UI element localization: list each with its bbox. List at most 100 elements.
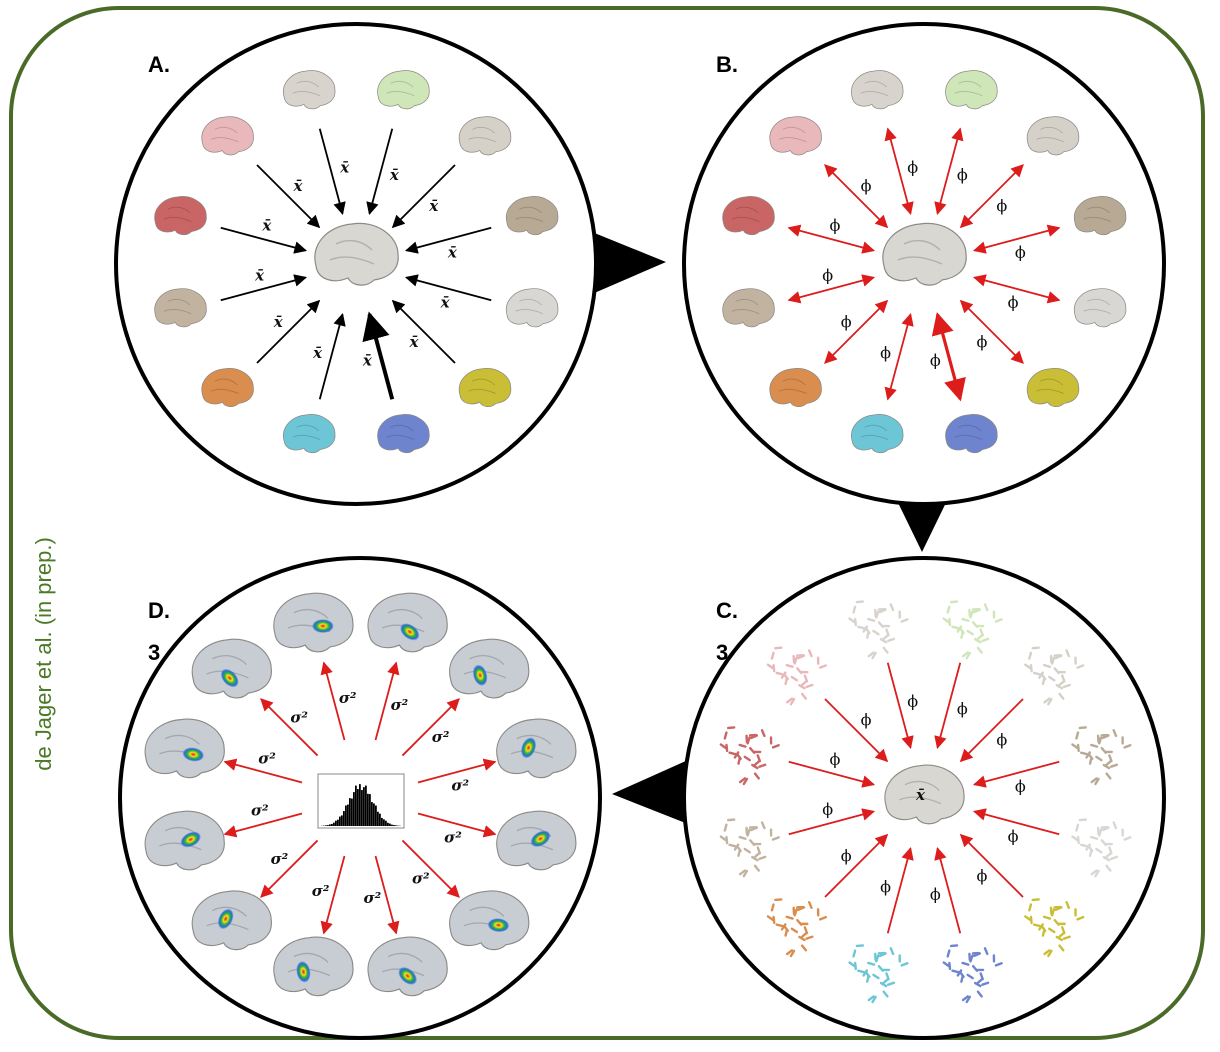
heatmap-spot	[487, 918, 510, 933]
specimen-fold	[515, 298, 544, 315]
point-cloud-dash	[882, 990, 889, 998]
histogram-bar	[393, 825, 395, 826]
point-cloud-dash	[742, 777, 749, 786]
point-cloud-dash	[800, 680, 808, 687]
spoke-label: σ²	[444, 828, 462, 846]
specimen-shape	[144, 718, 225, 779]
spoke-label: σ²	[412, 870, 430, 888]
point-cloud-dash	[1101, 734, 1110, 740]
point-cloud-dash	[719, 743, 727, 750]
spoke-arrow	[256, 299, 321, 364]
point-cloud-dash	[889, 603, 895, 612]
specimen-shape	[851, 414, 904, 454]
histogram-bar	[353, 792, 355, 826]
specimen-shape	[283, 414, 336, 454]
spoke-label: σ²	[391, 696, 409, 714]
point-cloud-dash	[738, 869, 747, 876]
spoke-label: x̄	[261, 217, 272, 235]
point-cloud-dash	[872, 973, 880, 980]
point-cloud-dash	[1123, 744, 1132, 749]
histogram-bar	[363, 787, 365, 826]
point-cloud-dash	[728, 751, 737, 756]
point-cloud-dash	[728, 843, 737, 848]
point-cloud-dash	[973, 952, 981, 958]
point-cloud-dash	[725, 835, 729, 845]
spoke-arrow	[959, 698, 1024, 763]
specimen-fold	[163, 206, 192, 223]
point-cloud-dash	[1065, 901, 1071, 909]
histogram-bar	[325, 825, 327, 826]
point-cloud-dash	[798, 684, 806, 690]
point-cloud-dash	[1090, 743, 1099, 748]
point-cloud-dash	[981, 637, 990, 643]
point-cloud-dash	[852, 949, 857, 958]
histogram-bar	[373, 803, 375, 826]
point-cloud-dash	[733, 751, 740, 759]
spoke-label: σ²	[290, 708, 308, 726]
point-cloud-dash	[865, 974, 870, 983]
point-cloud-dash	[796, 918, 803, 926]
histogram-bar	[331, 823, 333, 826]
histogram-bar	[371, 802, 373, 826]
spoke-arrow-outward	[374, 855, 400, 935]
histogram-bar	[339, 816, 341, 826]
specimen-fold	[779, 378, 807, 394]
point-cloud-dash	[871, 995, 877, 1004]
point-cloud-dash	[1038, 923, 1044, 931]
histogram-bar	[375, 805, 377, 826]
point-cloud-dash	[766, 915, 775, 922]
point-cloud-dash	[1054, 906, 1063, 912]
spoke-arrow-bidirectional	[824, 164, 889, 229]
spoke-label: ϕ	[957, 699, 968, 718]
spoke-label: x̄	[273, 313, 284, 331]
histogram-bar	[387, 822, 389, 826]
spoke-label: ϕ	[907, 692, 918, 711]
panel-d-histogram-icon	[317, 773, 405, 829]
point-cloud-dash	[1032, 923, 1042, 928]
point-cloud-dash	[960, 974, 964, 983]
point-cloud-dash	[785, 915, 794, 920]
spoke-arrow-bidirectional	[824, 299, 889, 364]
histogram-bar	[337, 819, 339, 826]
point-cloud-dash	[976, 634, 984, 641]
specimen-shape	[851, 70, 904, 110]
panel-c-sublabel: 3	[716, 640, 728, 665]
histogram-bar	[365, 785, 367, 826]
spoke-label: x̄	[428, 197, 439, 215]
histogram-bar	[345, 805, 347, 826]
point-cloud-dash	[971, 965, 979, 972]
specimen-shape	[458, 116, 512, 156]
point-cloud-dash	[1055, 935, 1064, 942]
histogram-bar	[361, 790, 363, 826]
point-cloud-dash	[1100, 839, 1107, 847]
histogram-bar	[327, 825, 329, 826]
point-cloud-dash	[865, 630, 870, 639]
point-cloud-dash	[1112, 821, 1118, 830]
specimen-shape	[314, 222, 399, 286]
specimen-fold	[731, 298, 760, 315]
point-cloud-dash	[1088, 756, 1093, 765]
specimen-shape	[722, 288, 775, 328]
spoke-arrow-bidirectional	[884, 313, 914, 401]
heatmap-spot	[398, 966, 418, 985]
spoke-label: ϕ	[841, 312, 852, 331]
spoke-arrow	[220, 274, 307, 302]
specimen-shape	[367, 592, 448, 653]
point-cloud-dash	[789, 949, 796, 958]
panel-d-sublabel: 3	[148, 640, 160, 665]
point-cloud-dash	[942, 961, 950, 968]
panel-d-label: D.	[148, 598, 170, 623]
point-cloud-dash	[956, 969, 963, 977]
histogram-bar	[341, 815, 343, 826]
point-cloud-dash	[1041, 676, 1046, 686]
connector-arrow-a-to-b	[592, 232, 666, 294]
point-cloud-dash	[1071, 835, 1079, 842]
point-cloud-dash	[797, 906, 806, 912]
point-cloud-dash	[862, 625, 869, 633]
point-cloud-dash	[1076, 915, 1085, 921]
spoke-label: x̄	[254, 266, 265, 284]
point-cloud-dash	[867, 961, 876, 966]
point-cloud-dash	[1043, 697, 1051, 704]
